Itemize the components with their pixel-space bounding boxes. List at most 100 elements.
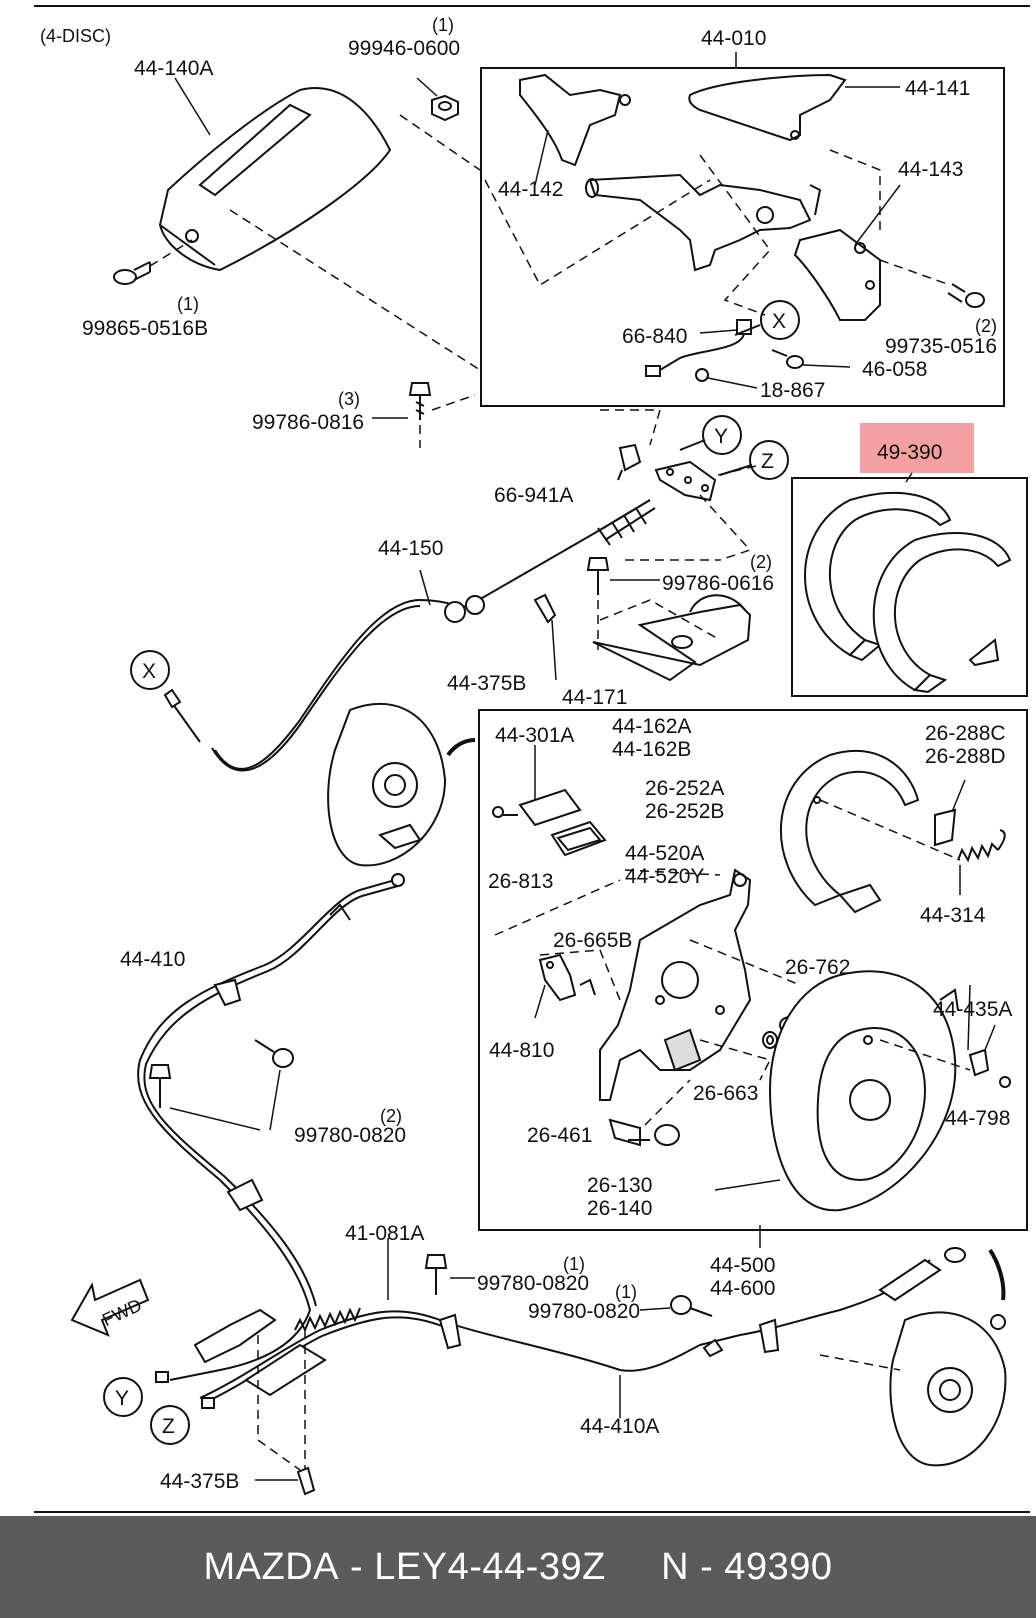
label-44-375B-lower: 44-375B	[160, 1470, 239, 1493]
nut-part	[416, 77, 459, 122]
label-26-663: 26-663	[693, 1082, 758, 1105]
label-26-813: 26-813	[488, 870, 553, 893]
caption-part-number: LEY4-44-39Z	[374, 1545, 606, 1588]
lower-cable-part	[199, 1247, 966, 1409]
label-44-142: 44-142	[498, 178, 563, 201]
dust-shield-right-part	[889, 1248, 1007, 1467]
label-26-461: 26-461	[527, 1124, 592, 1147]
qty-99780-b: (1)	[563, 1254, 585, 1274]
ref-z-circle-lower	[150, 1405, 190, 1445]
label-26-288C: 26-288C	[925, 722, 1006, 745]
front-cable-part	[163, 499, 656, 772]
side-panel-part	[793, 228, 881, 321]
qty-99735: (2)	[975, 316, 997, 336]
label-44-410A: 44-410A	[580, 1415, 659, 1438]
lever-44810-part	[534, 953, 596, 1019]
label-44-375B-upper: 44-375B	[447, 672, 526, 695]
label-44-162B: 44-162B	[612, 738, 691, 761]
label-44-435A: 44-435A	[933, 998, 1012, 1021]
parking-shoe-part	[779, 750, 920, 914]
label-99780-0820-b: 99780-0820	[477, 1272, 589, 1295]
bracket-44171-part	[592, 594, 752, 682]
label-99735-0516: 99735-0516	[885, 335, 997, 358]
bolt-99780-right-part	[639, 1295, 713, 1317]
spring-part	[294, 1238, 389, 1333]
switch-part	[645, 319, 752, 377]
clip-44435A-part	[968, 1024, 1011, 1088]
ref-z-upper-label: Z	[761, 450, 774, 473]
label-26-288D: 26-288D	[925, 745, 1006, 768]
clip-44375B-part	[533, 593, 557, 681]
lever-assembly-box	[480, 67, 1005, 407]
ref-x-circle-upper	[760, 300, 800, 340]
lever-cover-part	[688, 73, 900, 142]
label-44-010: 44-010	[701, 27, 766, 50]
qty-99786-0616: (2)	[750, 552, 772, 572]
ref-y-circle-upper	[702, 415, 742, 455]
rear-brake-box	[478, 709, 1028, 1231]
clip-44375B-lower-part	[255, 1466, 316, 1496]
qty-99786-0816: (3)	[338, 389, 360, 409]
brake-shoe-set-part	[804, 492, 1012, 694]
screw-46058-part	[771, 349, 851, 369]
label-44-810: 44-810	[489, 1039, 554, 1062]
bolt-99780-mid-part	[424, 1254, 475, 1295]
screw-99735-part	[947, 283, 985, 308]
backing-plate-part	[599, 868, 752, 1101]
console-cover-part	[158, 87, 392, 272]
pad-44301A-part	[492, 745, 582, 827]
label-44-500: 44-500	[710, 1254, 775, 1277]
qty-99780-c: (1)	[615, 1282, 637, 1302]
bolt-26461-part	[608, 1118, 680, 1147]
caption-ref: N - 49390	[661, 1545, 833, 1588]
qty-99865: (1)	[177, 294, 199, 314]
label-26-762: 26-762	[785, 956, 850, 979]
label-44-141: 44-141	[905, 77, 970, 100]
label-99786-0616: 99786-0616	[662, 572, 774, 595]
dust-cover-26130-part	[714, 970, 959, 1212]
fwd-arrow-icon	[70, 1278, 150, 1337]
label-44-140A: 44-140A	[134, 57, 213, 80]
nut-18867-part	[695, 368, 758, 389]
bolt-99786-0816-part	[372, 382, 432, 448]
qty-99780-a: (2)	[380, 1106, 402, 1126]
ref-z-circle-upper	[749, 440, 789, 480]
parking-brake-exploded-diagram: (4-DISC) 44-140A (1) 99946-0600 44-010 4…	[34, 5, 1030, 1513]
ref-z-lower-label: Z	[162, 1415, 175, 1438]
label-44-143: 44-143	[898, 158, 963, 181]
diagram-header: (4-DISC)	[40, 26, 111, 46]
bolt-99780-left-part	[148, 1039, 294, 1131]
label-26-130: 26-130	[587, 1174, 652, 1197]
gasket-26813-part	[550, 820, 607, 857]
label-44-301A: 44-301A	[495, 724, 574, 747]
label-44-150: 44-150	[378, 537, 443, 560]
label-44-520Y: 44-520Y	[625, 865, 704, 888]
label-66-941A: 66-941A	[494, 484, 573, 507]
caption-separator: -	[339, 1545, 375, 1588]
label-18-867: 18-867	[760, 379, 825, 402]
ref-y-upper-label: Y	[714, 425, 728, 448]
spring-44314-part	[957, 829, 1006, 895]
label-26-665B: 26-665B	[553, 929, 632, 952]
lever-body-part	[585, 173, 822, 272]
adjuster-26288-part	[934, 779, 966, 847]
label-49-390: 49-390	[877, 441, 942, 464]
equalizer-part	[654, 460, 717, 502]
part-caption-bar: MAZDA - LEY4-44-39Z N - 49390	[0, 1516, 1036, 1618]
label-66-840: 66-840	[622, 325, 687, 348]
caption-gap	[606, 1546, 661, 1589]
label-99946-0600: 99946-0600	[348, 37, 460, 60]
bolt-part	[113, 261, 151, 285]
label-26-140: 26-140	[587, 1197, 652, 1220]
ref-x-lower-label: X	[142, 660, 156, 683]
label-99780-0820-a: 99780-0820	[294, 1124, 406, 1147]
ref-y-lower-label: Y	[115, 1387, 129, 1410]
clip-66941A-part	[617, 443, 642, 481]
caption-brand: MAZDA	[203, 1545, 339, 1588]
highlight-box	[860, 423, 974, 473]
label-44-520A: 44-520A	[625, 842, 704, 865]
label-46-058: 46-058	[862, 358, 927, 381]
label-41-081A: 41-081A	[345, 1222, 424, 1245]
label-99786-0816: 99786-0816	[252, 411, 364, 434]
ref-x-upper-label: X	[772, 310, 786, 333]
